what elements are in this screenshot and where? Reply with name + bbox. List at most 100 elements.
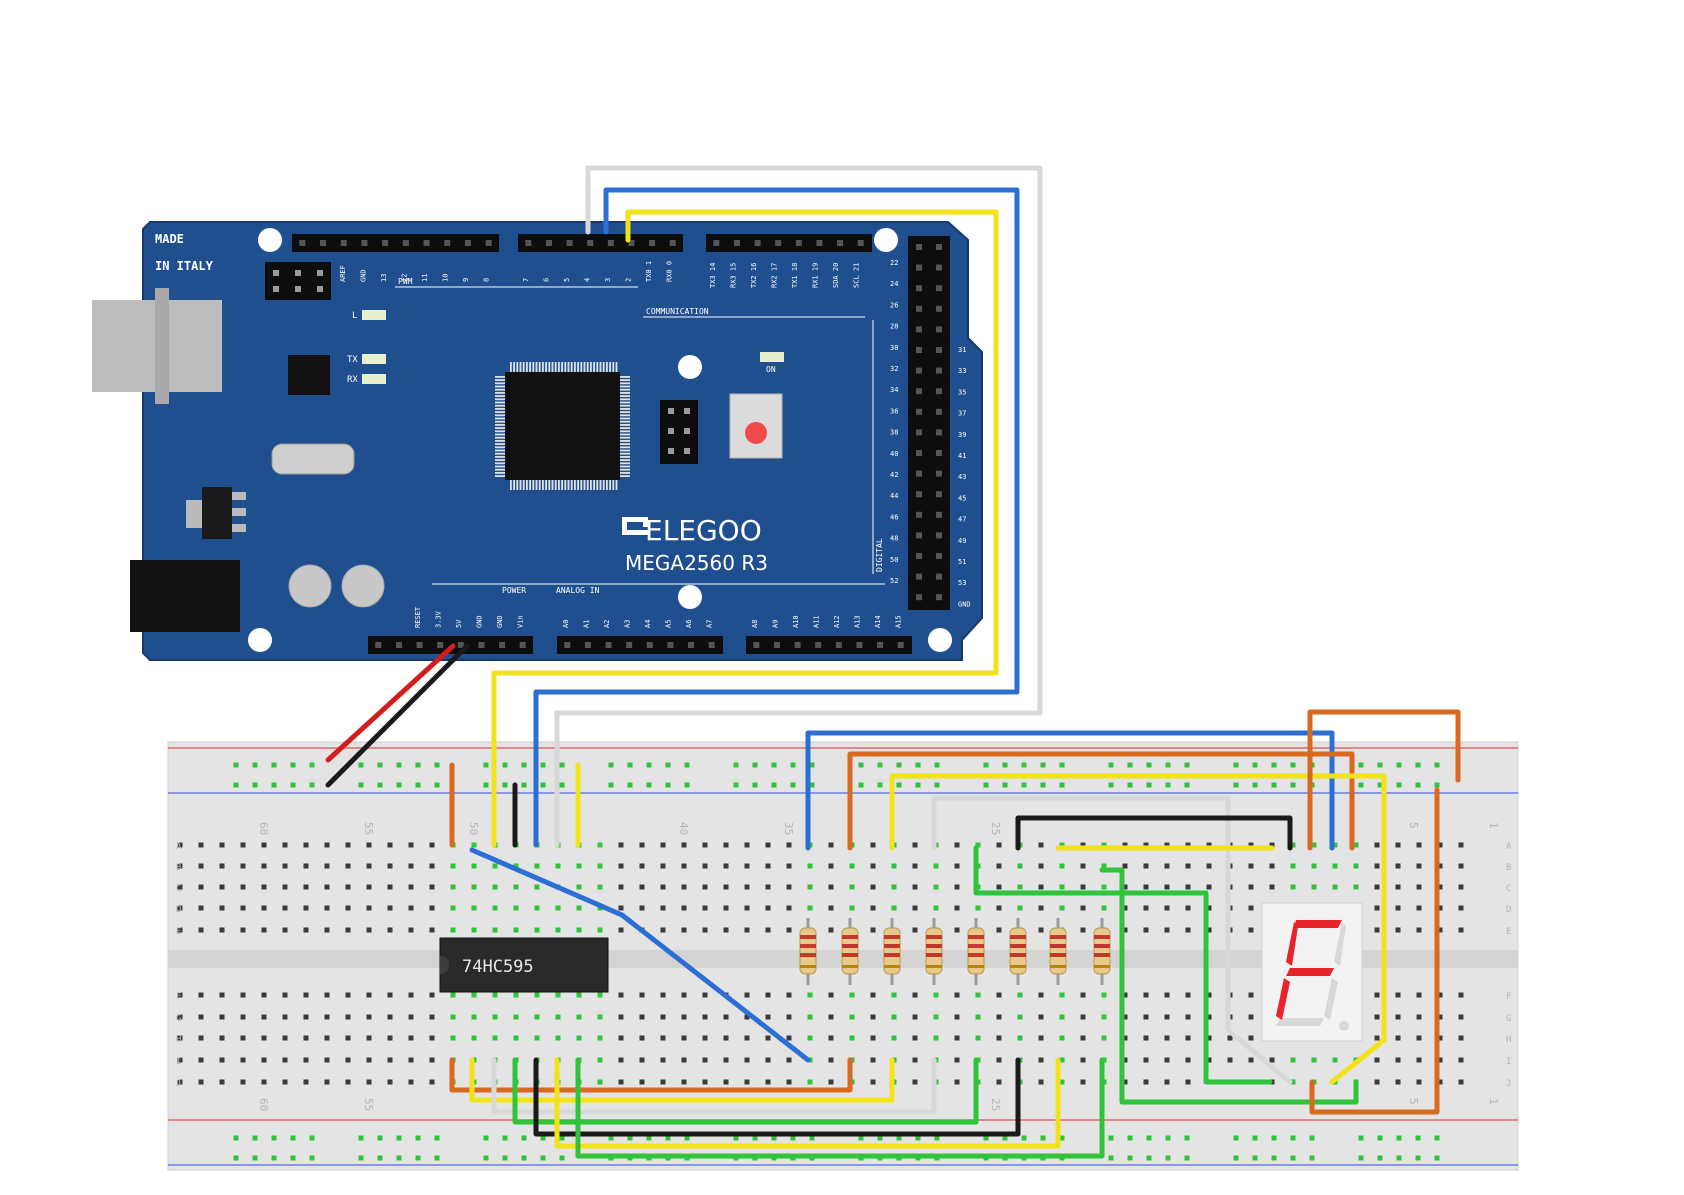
col-num-25-top: 25 [989, 822, 1002, 835]
breadboard-hole [177, 884, 183, 890]
breadboard-hole [723, 927, 729, 933]
mcu-lead [522, 362, 525, 372]
breadboard-hole [1437, 1057, 1443, 1063]
mcu-lead [620, 392, 630, 394]
pin-label-digital-left: 22 [890, 259, 898, 267]
resistor-band [884, 935, 900, 939]
pin-label-digital: 13 [380, 274, 388, 282]
pin-label-analog: A1 [583, 620, 591, 628]
rail-hole [1377, 762, 1383, 768]
pin-label-communication: RX1 19 [812, 263, 820, 288]
breadboard-hole [1122, 863, 1128, 869]
pin-label-communication: TX2 16 [750, 263, 758, 288]
breadboard-hole [870, 905, 876, 911]
rail-hole [627, 782, 633, 788]
header-pin [626, 642, 633, 648]
breadboard-hole [303, 1079, 309, 1085]
rail-hole [1165, 782, 1171, 788]
brand-logo-text: ELEGOO [645, 514, 762, 547]
breadboard-hole [1122, 1014, 1128, 1020]
mcu-lead [606, 480, 608, 490]
resistor-band [884, 965, 900, 968]
header-pin [916, 511, 922, 518]
rail-hole [665, 1135, 671, 1141]
breadboard-hole [471, 884, 477, 890]
rail-hole [1358, 762, 1364, 768]
breadboard-hole [849, 884, 855, 890]
mcu-lead [620, 462, 630, 465]
header-pin [733, 240, 740, 246]
breadboard-hole [1164, 927, 1170, 933]
icsp-pins-usb [273, 270, 323, 292]
mcu-lead [590, 362, 592, 372]
header-pin [437, 642, 444, 648]
resistor-band [1094, 944, 1110, 948]
breadboard-hole [1395, 927, 1401, 933]
pin-label-power: RESET [414, 606, 422, 628]
breadboard-hole [618, 842, 624, 848]
breadboard-hole [282, 1014, 288, 1020]
header-pin [587, 240, 594, 246]
breadboard-hole [345, 1079, 351, 1085]
breadboard-hole [954, 1057, 960, 1063]
pin-label-digital: 7 [522, 278, 530, 282]
mcu-lead [620, 388, 630, 391]
pin-label-digital: 9 [462, 278, 470, 282]
breadboard-hole [618, 927, 624, 933]
breadboard-hole [534, 927, 540, 933]
header-pin [773, 642, 780, 648]
rail-hole [1002, 1135, 1008, 1141]
mcu-lead [495, 376, 505, 378]
breadboard-hole [1395, 842, 1401, 848]
header-pin [667, 642, 674, 648]
led-tx-label: TX [347, 355, 358, 365]
mcu-lead [558, 362, 560, 372]
breadboard-hole [1101, 842, 1107, 848]
breadboard-hole [408, 1079, 414, 1085]
regulator-pin [232, 508, 246, 516]
breadboard-hole [1332, 884, 1338, 890]
header-pin [857, 240, 864, 246]
breadboard-hole [1332, 842, 1338, 848]
breadboard-hole [1416, 992, 1422, 998]
mcu-lead [564, 480, 567, 490]
breadboard-hole [219, 1079, 225, 1085]
breadboard-hole [723, 884, 729, 890]
breadboard-hole [240, 1079, 246, 1085]
breadboard-hole [1143, 927, 1149, 933]
breadboard-hole [996, 884, 1002, 890]
breadboard-hole [1437, 1079, 1443, 1085]
breadboard-hole [618, 905, 624, 911]
breadboard-hole [576, 1014, 582, 1020]
breadboard-hole [219, 992, 225, 998]
rail-hole [665, 782, 671, 788]
mcu-lead [620, 411, 630, 413]
header-pin [754, 240, 761, 246]
mcu-lead [495, 401, 505, 404]
rail-hole [1108, 762, 1114, 768]
breadboard-hole [555, 1035, 561, 1041]
rail-hole [1377, 1135, 1383, 1141]
rail-hole [415, 762, 421, 768]
mcu-lead [609, 480, 611, 490]
resistor-band [1050, 944, 1066, 948]
breadboard-hole [660, 884, 666, 890]
header-pin [936, 491, 942, 498]
made-in-italy-line2: IN ITALY [155, 259, 214, 273]
breadboard-hole [576, 905, 582, 911]
breadboard-hole [1185, 1035, 1191, 1041]
resistor-body [925, 927, 943, 975]
resistor-band [1094, 953, 1110, 957]
breadboard-hole [450, 992, 456, 998]
resistor-band [884, 953, 900, 957]
wire-green-bottom-2 [575, 1057, 1105, 1159]
breadboard-hole [1122, 927, 1128, 933]
row-letter-left: H [176, 1035, 181, 1045]
mcu-lead [495, 465, 505, 468]
rail-hole [434, 1135, 440, 1141]
rail-hole [684, 1135, 690, 1141]
mcu-lead [620, 436, 630, 439]
breadboard-hole [954, 992, 960, 998]
rail-hole [559, 762, 565, 768]
mcu-lead [495, 382, 505, 385]
